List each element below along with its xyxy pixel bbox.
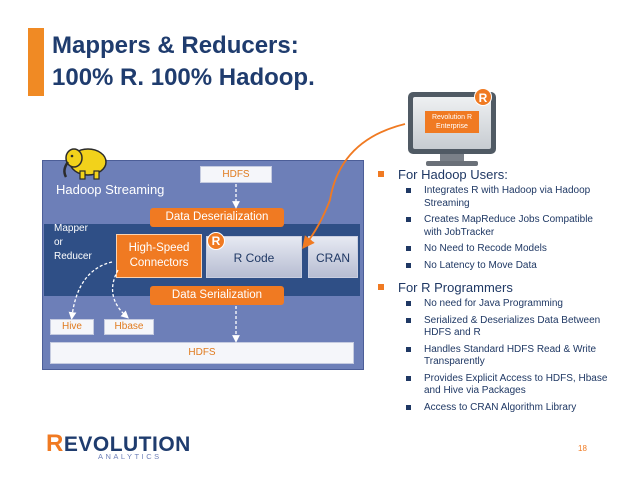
logo-subtitle: ANALYTICS: [98, 452, 162, 461]
page-number: 18: [578, 444, 587, 453]
logo-rest-text: EVOLUTION: [63, 433, 191, 456]
title-line-1: Mappers & Reducers:: [52, 32, 299, 59]
revolution-analytics-logo: REVOLUTION ANALYTICS: [46, 430, 191, 461]
revolution-r-enterprise-label: Revolution R Enterprise: [425, 111, 479, 133]
or-text: or: [54, 237, 63, 248]
r-logo-icon: R: [207, 232, 225, 250]
monitor-base: [426, 161, 478, 166]
monitor-neck: [440, 154, 464, 162]
feature-bullets: For Hadoop Users: Integrates R with Hado…: [372, 166, 612, 418]
connectors-text: Connectors: [129, 257, 189, 269]
title-accent-bar: [28, 28, 44, 96]
data-deserialization-bar: Data Deserialization: [150, 208, 284, 227]
hadoop-users-heading: For Hadoop Users:: [372, 166, 612, 183]
high-speed-connectors-box: High-Speed Connectors: [116, 234, 202, 278]
hbase-box: Hbase: [104, 319, 154, 335]
hdfs-bottom-box: HDFS: [50, 342, 354, 364]
list-item: Provides Explicit Access to HDFS, Hbase …: [372, 373, 612, 398]
list-item: No Latency to Move Data: [372, 260, 612, 273]
monitor-screen: Revolution R Enterprise: [413, 97, 491, 149]
data-serialization-bar: Data Serialization: [150, 286, 284, 305]
logo-r-letter: R: [46, 430, 64, 457]
logo-wordmark: REVOLUTION: [46, 430, 191, 457]
list-item: Serialized & Deserializes Data Between H…: [372, 315, 612, 340]
cran-box: CRAN: [308, 236, 358, 278]
hdfs-top-box: HDFS: [200, 166, 272, 183]
hive-box: Hive: [50, 319, 94, 335]
reducer-text: Reducer: [54, 251, 92, 262]
list-item: No need for Java Programming: [372, 298, 612, 311]
list-item: Access to CRAN Algorithm Library: [372, 402, 612, 415]
r-programmers-heading: For R Programmers: [372, 279, 612, 296]
r-logo-icon: R: [474, 88, 492, 106]
page-title: Mappers & Reducers: 100% R. 100% Hadoop.: [52, 30, 315, 94]
title-line-2: 100% R. 100% Hadoop.: [52, 64, 315, 91]
list-item: Handles Standard HDFS Read & Write Trans…: [372, 344, 612, 369]
list-item: Integrates R with Hadoop via Hadoop Stre…: [372, 185, 612, 210]
list-item: No Need to Recode Models: [372, 243, 612, 256]
hadoop-streaming-label: Hadoop Streaming: [56, 182, 165, 197]
hadoop-elephant-icon: [63, 148, 107, 180]
list-item: Creates MapReduce Jobs Compatible with J…: [372, 214, 612, 239]
high-speed-text: High-Speed: [128, 242, 190, 254]
mapper-text: Mapper: [54, 223, 88, 234]
mapper-or-reducer-label: Mapper or Reducer: [54, 222, 92, 264]
